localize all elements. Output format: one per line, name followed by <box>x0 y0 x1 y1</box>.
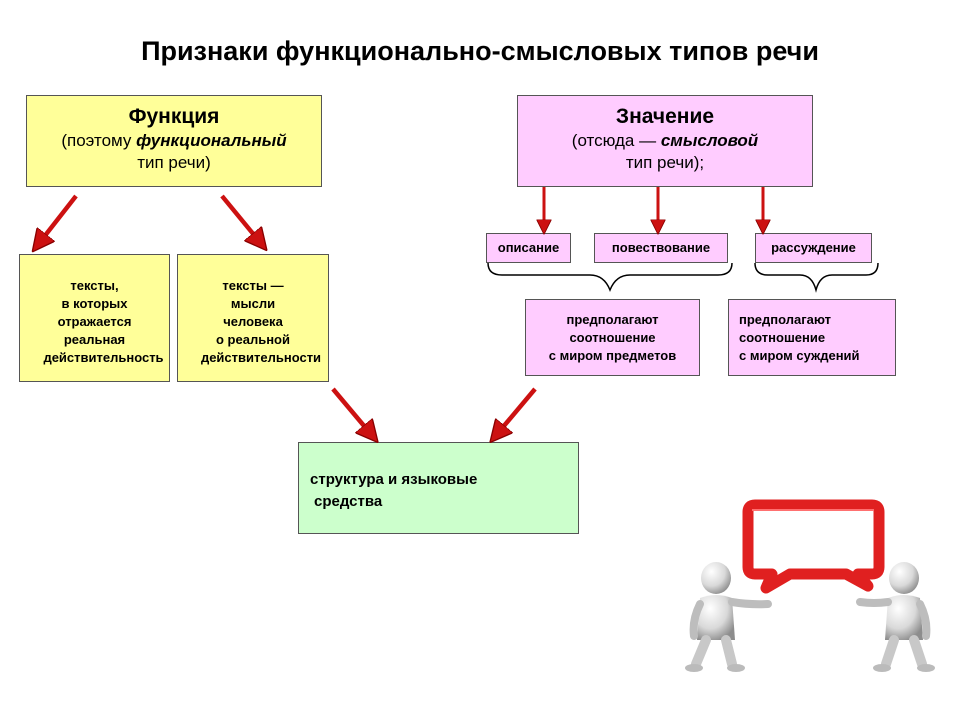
function-line1: (поэтому функциональный <box>27 130 321 152</box>
texts-reality-line: отражается <box>57 314 132 329</box>
texts-reality-box: тексты, в которых отражается реальная де… <box>19 254 170 382</box>
presuppose-objects-box: предполагают соотношение с миром предмет… <box>525 299 700 376</box>
presuppose-objects-line: с миром предметов <box>548 348 677 363</box>
texts-reality-line: тексты, <box>70 278 119 293</box>
function-line1-emph: функциональный <box>136 131 287 150</box>
presuppose-judgements-box: предполагают соотношение с миром суждени… <box>728 299 896 376</box>
function-heading: Функция <box>128 105 220 128</box>
page-title: Признаки функционально-смысловых типов р… <box>141 36 819 66</box>
brace-right <box>754 262 879 293</box>
tag-narration: повествование <box>594 233 728 263</box>
arrow-to-structure-left <box>331 387 370 433</box>
texts-reality-line: реальная <box>63 332 126 347</box>
presuppose-objects-line: соотношение <box>569 330 656 345</box>
arrow-function-left <box>40 194 78 242</box>
meaning-line1-prefix: (отсюда — <box>571 131 661 150</box>
meaning-box: Значение (отсюда — смысловой тип речи); <box>517 95 813 187</box>
texts-thoughts-box: тексты — мысли человека о реальной дейст… <box>177 254 329 382</box>
texts-thoughts-line: мысли <box>230 296 276 311</box>
presuppose-judgements-line: предполагают <box>739 312 832 327</box>
presuppose-objects-line: предполагают <box>566 312 659 327</box>
presuppose-judgements-line: с миром суждений <box>739 348 860 363</box>
brace-left <box>487 262 733 293</box>
meaning-line1: (отсюда — смысловой <box>518 130 812 152</box>
texts-thoughts-line: действительности <box>200 350 322 365</box>
tag-description: описание <box>486 233 571 263</box>
meaning-line2: тип речи); <box>625 153 705 172</box>
texts-thoughts-line: человека <box>223 314 283 329</box>
person-figure-right-icon <box>856 562 935 672</box>
texts-thoughts-line: о реальной <box>216 332 290 347</box>
texts-thoughts-line: тексты — <box>222 278 284 293</box>
speech-bubble-icon <box>742 499 885 594</box>
meaning-line1-emph: смысловой <box>660 131 759 150</box>
structure-line: средства <box>314 493 383 510</box>
structure-line: структура и языковые <box>310 471 478 488</box>
function-box: Функция (поэтому функциональный тип речи… <box>26 95 322 187</box>
meaning-heading: Значение <box>615 105 715 128</box>
arrow-to-structure-right <box>498 387 537 433</box>
texts-reality-line: действительность <box>43 350 164 365</box>
function-line2: тип речи) <box>137 153 211 172</box>
person-figure-left-icon <box>685 562 772 672</box>
arrow-function-right <box>220 194 259 241</box>
function-line1-prefix: (поэтому <box>61 131 137 150</box>
presuppose-judgements-line: соотношение <box>739 330 826 345</box>
tag-reasoning: рассуждение <box>755 233 872 263</box>
texts-reality-line: в которых <box>61 296 128 311</box>
structure-box: структура и языковые средства <box>298 442 579 534</box>
